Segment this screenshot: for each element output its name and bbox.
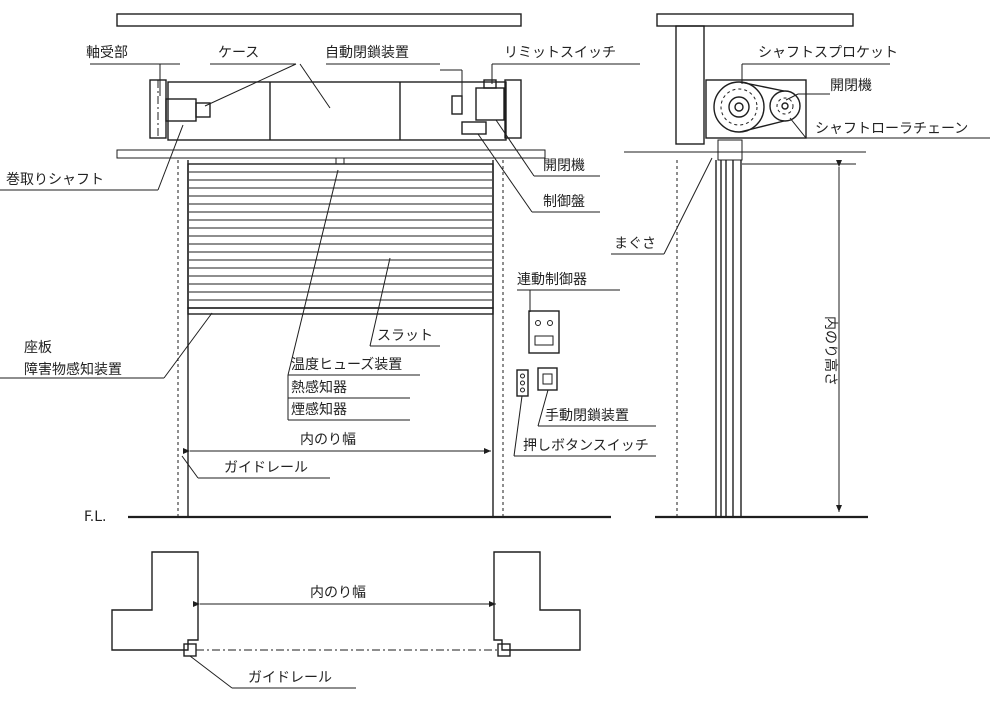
label-case: ケース [218,45,259,61]
side-ceiling [656,13,854,27]
slat-lines [189,171,492,301]
label-manual-closer: 手動閉鎖装置 [545,408,629,424]
auto-closer-device [451,95,463,115]
shaft-roller-chain [739,81,785,92]
front-leader-lines [0,63,656,479]
front-elevation [0,13,656,519]
label-auto-closer: 自動閉鎖装置 [325,45,409,61]
right-bearing [504,79,522,139]
label-interlock-controller: 連動制御器 [517,272,587,288]
plan-view [111,551,581,689]
bottom-plate [187,307,494,315]
shaft-sprocket [713,81,765,133]
label-take-up-shaft: 巻取りシャフト [6,172,104,188]
label-temp-fuse: 温度ヒューズ装置 [291,357,402,373]
manual-closer-box [537,367,558,391]
labels: 軸受部 ケース 自動閉鎖装置 リミットスイッチ 巻取りシャフト 開閉機 制御盤 … [6,45,968,686]
side-leader-lines [611,63,990,255]
head-rail [116,149,546,159]
label-roller-chain: シャフトローラチェーン [815,121,968,137]
push-button-switch-box [516,369,529,397]
label-push-button: 押しボタンスイッチ [523,438,649,454]
label-slat: スラット [377,328,433,344]
label-obstacle-detector: 障害物感知装置 [24,361,122,378]
label-shaft-sprocket: シャフトスプロケット [758,45,898,61]
plan-wall-left [111,551,199,651]
label-inner-width-front: 内のり幅 [300,432,356,448]
interlock-controller-box [528,310,560,354]
limit-switch-body [475,87,505,121]
lintel-wall [675,25,705,145]
label-heat-detector: 熱感知器 [291,379,347,396]
plan-guide-rail-right [497,643,511,657]
label-smoke-detector: 煙感知器 [291,401,347,418]
shutter-case [167,81,507,141]
label-inner-height: 内のり高さ [822,316,839,386]
take-up-shaft-end [165,98,197,122]
side-case [705,79,807,139]
label-bottom-plate: 座板 [24,340,52,356]
ceiling-slab [116,13,522,27]
label-control-panel: 制御盤 [543,194,585,210]
label-opener-side: 開閉機 [830,78,872,94]
label-lintel: まぐさ [614,236,656,252]
side-opener-motor [769,90,801,122]
label-guide-rail-front: ガイドレール [224,460,308,476]
side-section [611,13,990,519]
label-bearing: 軸受部 [86,45,128,61]
label-inner-width-plan: 内のり幅 [310,585,366,601]
label-opener-front: 開閉機 [543,158,585,174]
label-guide-rail-plan: ガイドレール [248,670,332,686]
label-floor-level: F.L. [84,509,107,525]
control-panel-box [461,121,487,135]
plan-wall-right [493,551,581,651]
label-limit-switch: リミットスイッチ [504,45,616,61]
